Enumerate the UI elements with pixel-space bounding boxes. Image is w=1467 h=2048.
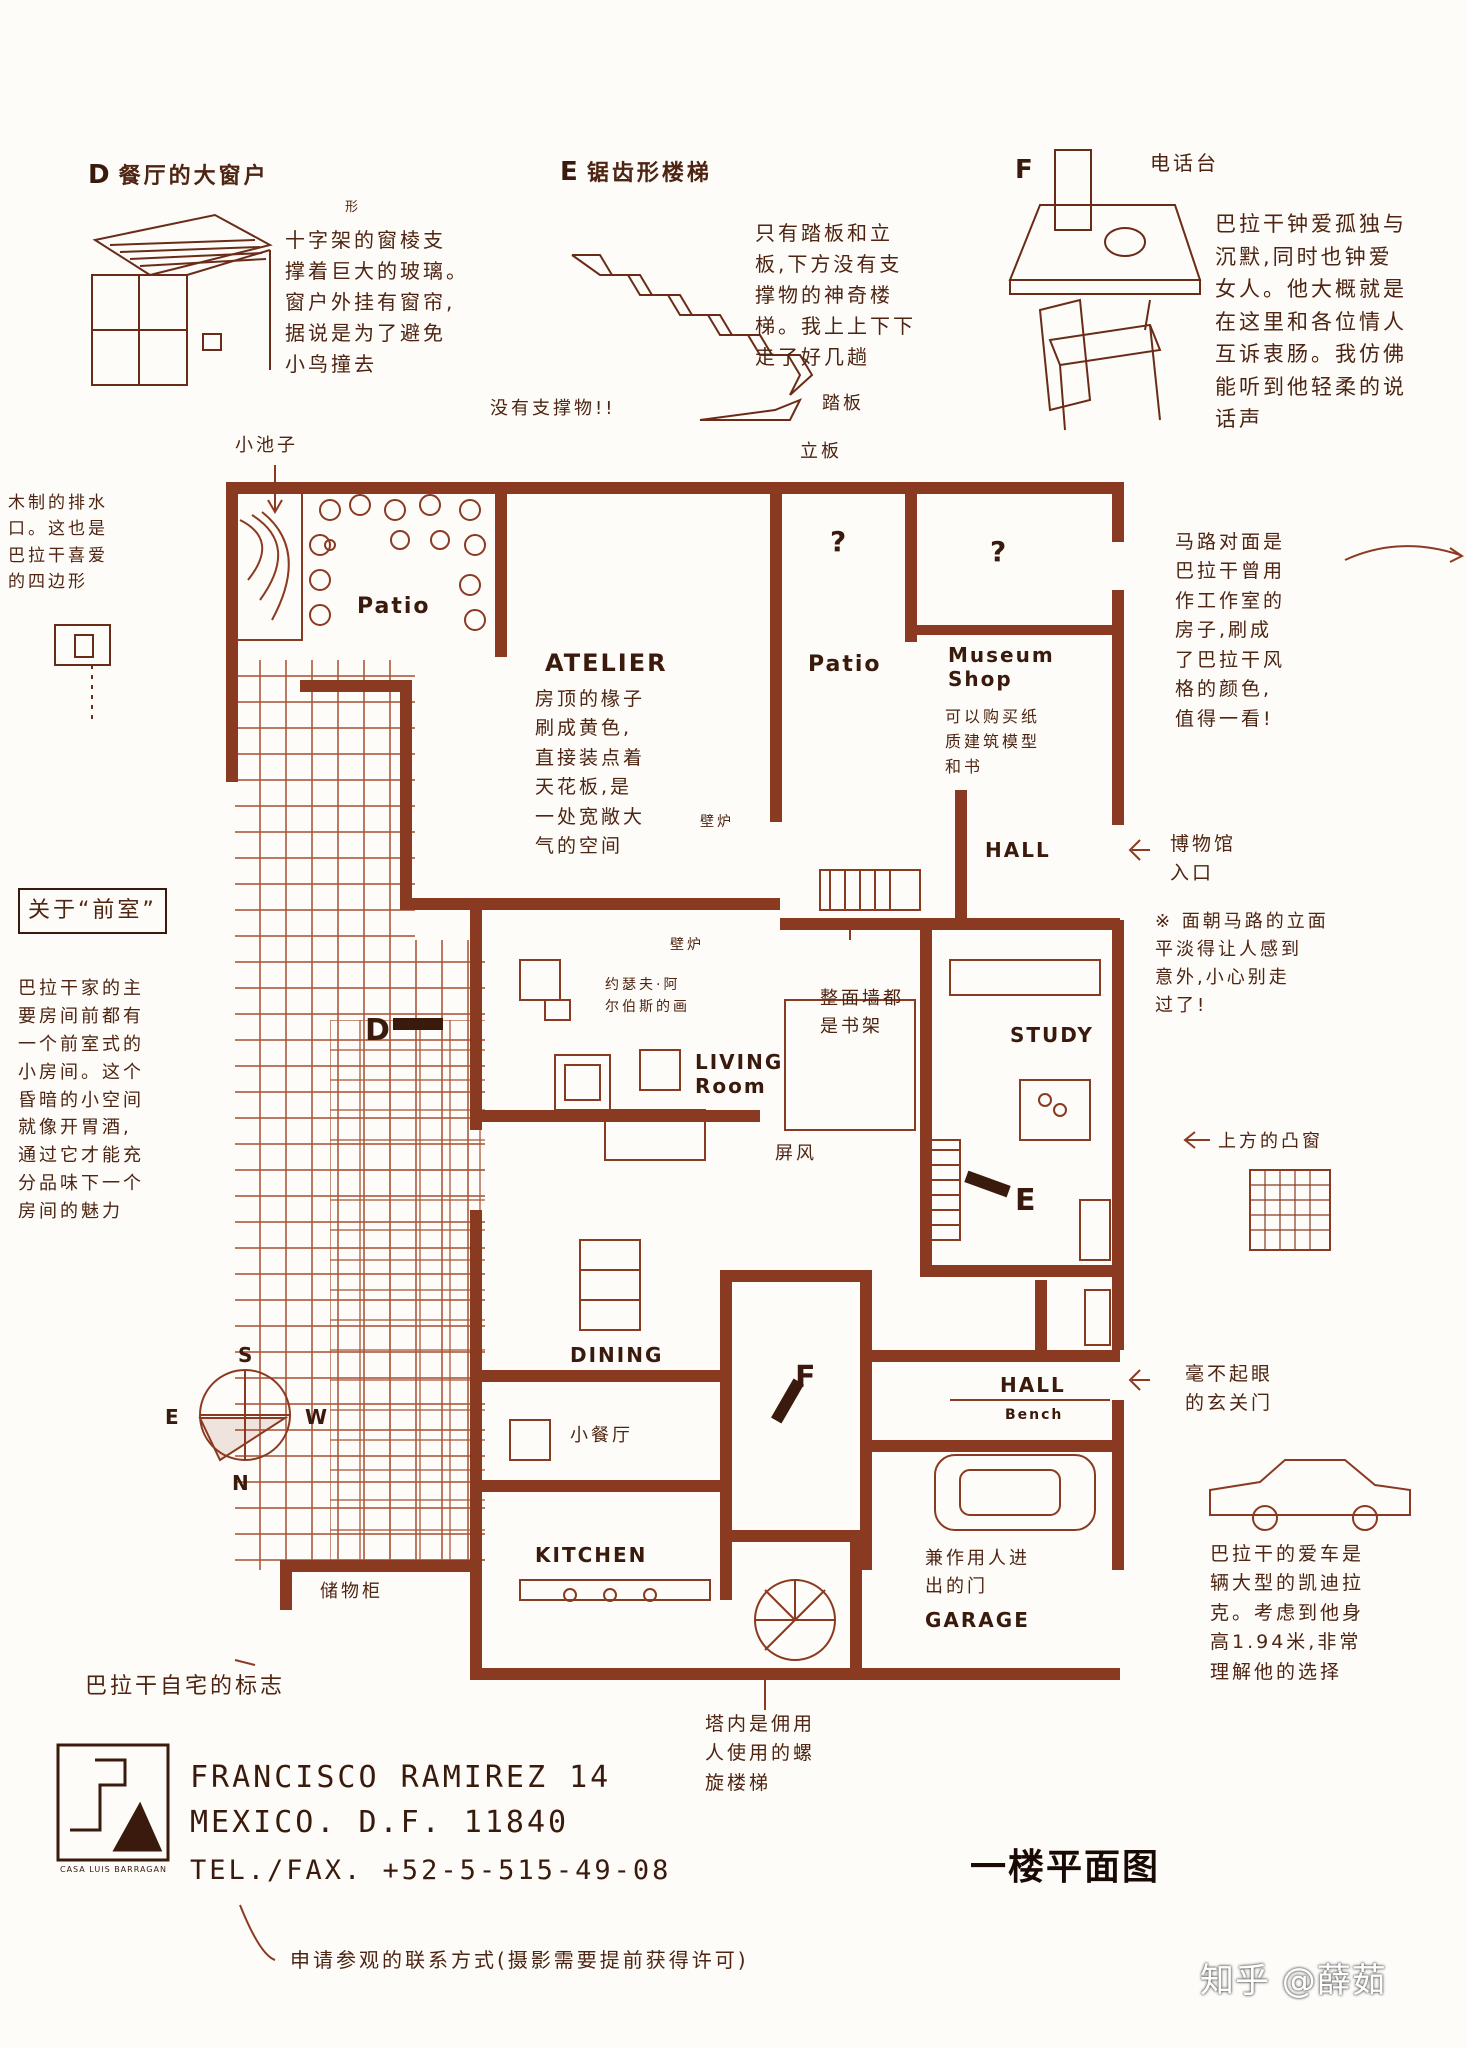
dining-label: DINING bbox=[570, 1343, 664, 1367]
logo-caption: 巴拉干自宅的标志 bbox=[85, 1674, 286, 1699]
section-d-header: D 餐厅的大窗户 bbox=[88, 158, 269, 190]
riser-label: 立板 bbox=[800, 441, 842, 462]
watermark: 知乎 @薛茹 bbox=[1200, 1961, 1387, 2001]
patio-left-label: Patio bbox=[357, 594, 431, 619]
section-f-letter: F bbox=[1015, 155, 1033, 185]
car-note: 巴拉干的爱车是 辆大型的凯迪拉 克。考虑到他身 高1.94米,非常 理解他的选择 bbox=[1210, 1543, 1365, 1683]
address-line-1: FRANCISCO RAMIREZ 14 bbox=[190, 1760, 612, 1795]
window-sketch bbox=[91, 213, 273, 386]
walls bbox=[226, 482, 1124, 1680]
section-e-title: 锯齿形楼梯 bbox=[586, 161, 712, 186]
question-mark-1: ? bbox=[830, 525, 849, 558]
compass-w: W bbox=[305, 1405, 330, 1429]
marker-f: F bbox=[795, 1360, 818, 1395]
section-e-note: 只有踏板和立 板,下方没有支 撑物的神奇楼 梯。我上上下下 走了好几趟 bbox=[755, 221, 916, 369]
contact-note: 申请参观的联系方式(摄影需要提前获得许可) bbox=[290, 1948, 749, 1972]
section-d-letter: D bbox=[88, 160, 110, 190]
front-door-note: 毫不起眼 的玄关门 bbox=[1185, 1363, 1274, 1415]
logo-text: CASA LUIS BARRAGAN bbox=[60, 1865, 167, 1874]
compass-n: N bbox=[232, 1471, 251, 1495]
small-dining-label: 小餐厅 bbox=[570, 1425, 633, 1446]
question-mark-2: ? bbox=[990, 535, 1009, 568]
fireplace-2-label: 壁炉 bbox=[670, 937, 704, 953]
hall-top-label: HALL bbox=[985, 838, 1051, 862]
albers-painting-label: 约瑟夫·阿 尔伯斯的画 bbox=[605, 977, 690, 1015]
no-support-label: 没有支撑物!! bbox=[490, 398, 616, 419]
patio-mid-label: Patio bbox=[808, 652, 882, 677]
bookshelf-label: 整面墙都 是书架 bbox=[820, 988, 904, 1037]
section-f-title: 电话台 bbox=[1150, 151, 1219, 175]
section-e-letter: E bbox=[560, 157, 578, 187]
kitchen-label: KITCHEN bbox=[535, 1543, 648, 1567]
antechamber-note: 巴拉干家的主 要房间前都有 一个前室式的 小房间。这个 昏暗的小空间 就像开胃酒… bbox=[18, 978, 144, 1223]
section-d-title: 餐厅的大窗户 bbox=[118, 164, 269, 189]
screen-label: 屏风 bbox=[775, 1143, 817, 1164]
telephone-table-sketch bbox=[1008, 149, 1202, 431]
antechamber-title: 关于“前室” bbox=[18, 888, 167, 935]
hall-bottom-label: HALL bbox=[1000, 1373, 1066, 1397]
storage-label: 储物柜 bbox=[320, 1581, 383, 1602]
living-room-label: LIVING Room bbox=[695, 1050, 784, 1098]
barragan-logo bbox=[56, 1743, 170, 1862]
page-title: 一楼平面图 bbox=[970, 1847, 1161, 1888]
fireplace-1-label: 壁炉 bbox=[700, 814, 734, 830]
tiled-path bbox=[235, 660, 415, 940]
marker-d-arrow-icon bbox=[393, 1018, 443, 1030]
section-e-header: E 锯齿形楼梯 bbox=[560, 155, 712, 187]
section-f-note: 巴拉干钟爱孤独与 沉默,同时也钟爱 女人。他大概就是 在这里和各位情人 互诉衷肠… bbox=[1215, 212, 1407, 432]
museum-shop-note: 可以购买纸 质建筑模型 和书 bbox=[945, 707, 1041, 776]
section-d-note-mark: 形 bbox=[345, 200, 362, 215]
marker-e: E bbox=[1015, 1183, 1038, 1218]
compass-e: E bbox=[165, 1405, 181, 1429]
small-pond-label: 小池子 bbox=[235, 435, 298, 456]
spiral-stair-note: 塔内是佣用 人使用的螺 旋楼梯 bbox=[705, 1713, 816, 1794]
studio-across-note: 马路对面是 巴拉干曾用 作工作室的 房子,刷成 了巴拉干风 格的颜色, 值得一看… bbox=[1175, 531, 1286, 730]
stair-sketch bbox=[571, 254, 814, 421]
atelier-label: ATELIER bbox=[545, 649, 668, 677]
marker-d: D bbox=[365, 1013, 392, 1048]
atelier-note: 房顶的椽子 刷成黄色, 直接装点着 天花板,是 一处宽敞大 气的空间 bbox=[535, 688, 646, 858]
facade-note: ※ 面朝马路的立面 平淡得让人感到 意外,小心别走 过了! bbox=[1155, 911, 1329, 1016]
tread-label: 踏板 bbox=[822, 393, 864, 414]
address-line-2: MEXICO. D.F. 11840 bbox=[190, 1805, 570, 1840]
compass-s: S bbox=[238, 1343, 255, 1367]
servant-door-note: 兼作用人进 出的门 bbox=[925, 1548, 1030, 1597]
garage-label: GARAGE bbox=[925, 1608, 1030, 1632]
upper-window-note: 上方的凸窗 bbox=[1218, 1131, 1323, 1152]
study-label: STUDY bbox=[1010, 1023, 1094, 1047]
drain-note: 木制的排水 口。这也是 巴拉干喜爱 的四边形 bbox=[8, 493, 108, 593]
museum-entry-note: 博物馆 入口 bbox=[1170, 833, 1237, 885]
address-line-3: TEL./FAX. +52-5-515-49-08 bbox=[190, 1855, 672, 1886]
bench-label: Bench bbox=[1005, 1407, 1064, 1423]
section-d-note: 十字架的窗棱支 撑着巨大的玻璃。 窗户外挂有窗帘, 据说是为了避免 小鸟撞去 bbox=[285, 228, 469, 376]
museum-shop-label: Museum Shop bbox=[948, 643, 1055, 691]
drain-sketch bbox=[54, 624, 111, 720]
